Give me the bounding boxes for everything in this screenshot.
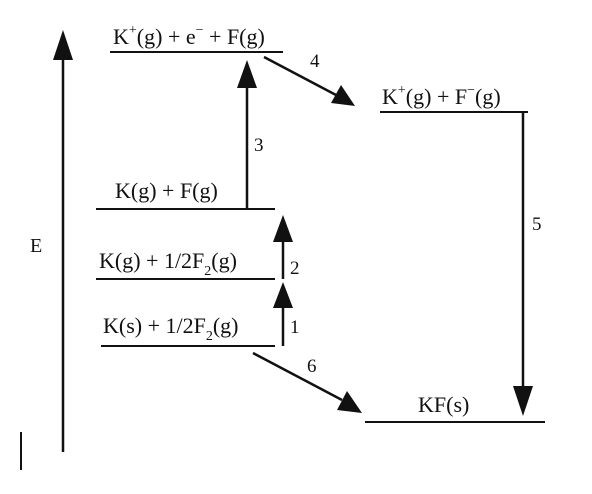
step-3-label: 3 [254, 135, 264, 156]
step-4-label: 4 [310, 51, 320, 72]
step-3-arrowhead [237, 60, 257, 88]
step-2-arrowhead [273, 215, 293, 242]
level-label-ion-pair: K+(g) + F−(g) [382, 83, 501, 109]
level-label-gas-k: K(g) + 1/2F2(g) [99, 248, 237, 279]
step-6-label: 6 [307, 356, 317, 377]
step-6-arrowhead [337, 391, 362, 413]
level-label-product: KF(s) [418, 392, 469, 417]
step-5-arrowhead [513, 386, 533, 416]
level-label-solid: K(s) + 1/2F2(g) [103, 313, 239, 344]
step-4-arrowhead [331, 85, 355, 106]
level-label-atoms: K(g) + F(g) [115, 178, 218, 203]
level-label-top: K+(g) + e− + F(g) [113, 23, 265, 49]
step-1-arrowhead [273, 282, 293, 308]
step-6-arrow-line [252, 351, 343, 402]
energy-axis-label: E [30, 235, 42, 257]
step-2-label: 2 [290, 258, 300, 279]
step-4-arrow-line [263, 55, 337, 97]
energy-axis-arrowhead [53, 30, 73, 60]
step-5-label: 5 [532, 214, 542, 235]
step-1-label: 1 [290, 317, 300, 338]
